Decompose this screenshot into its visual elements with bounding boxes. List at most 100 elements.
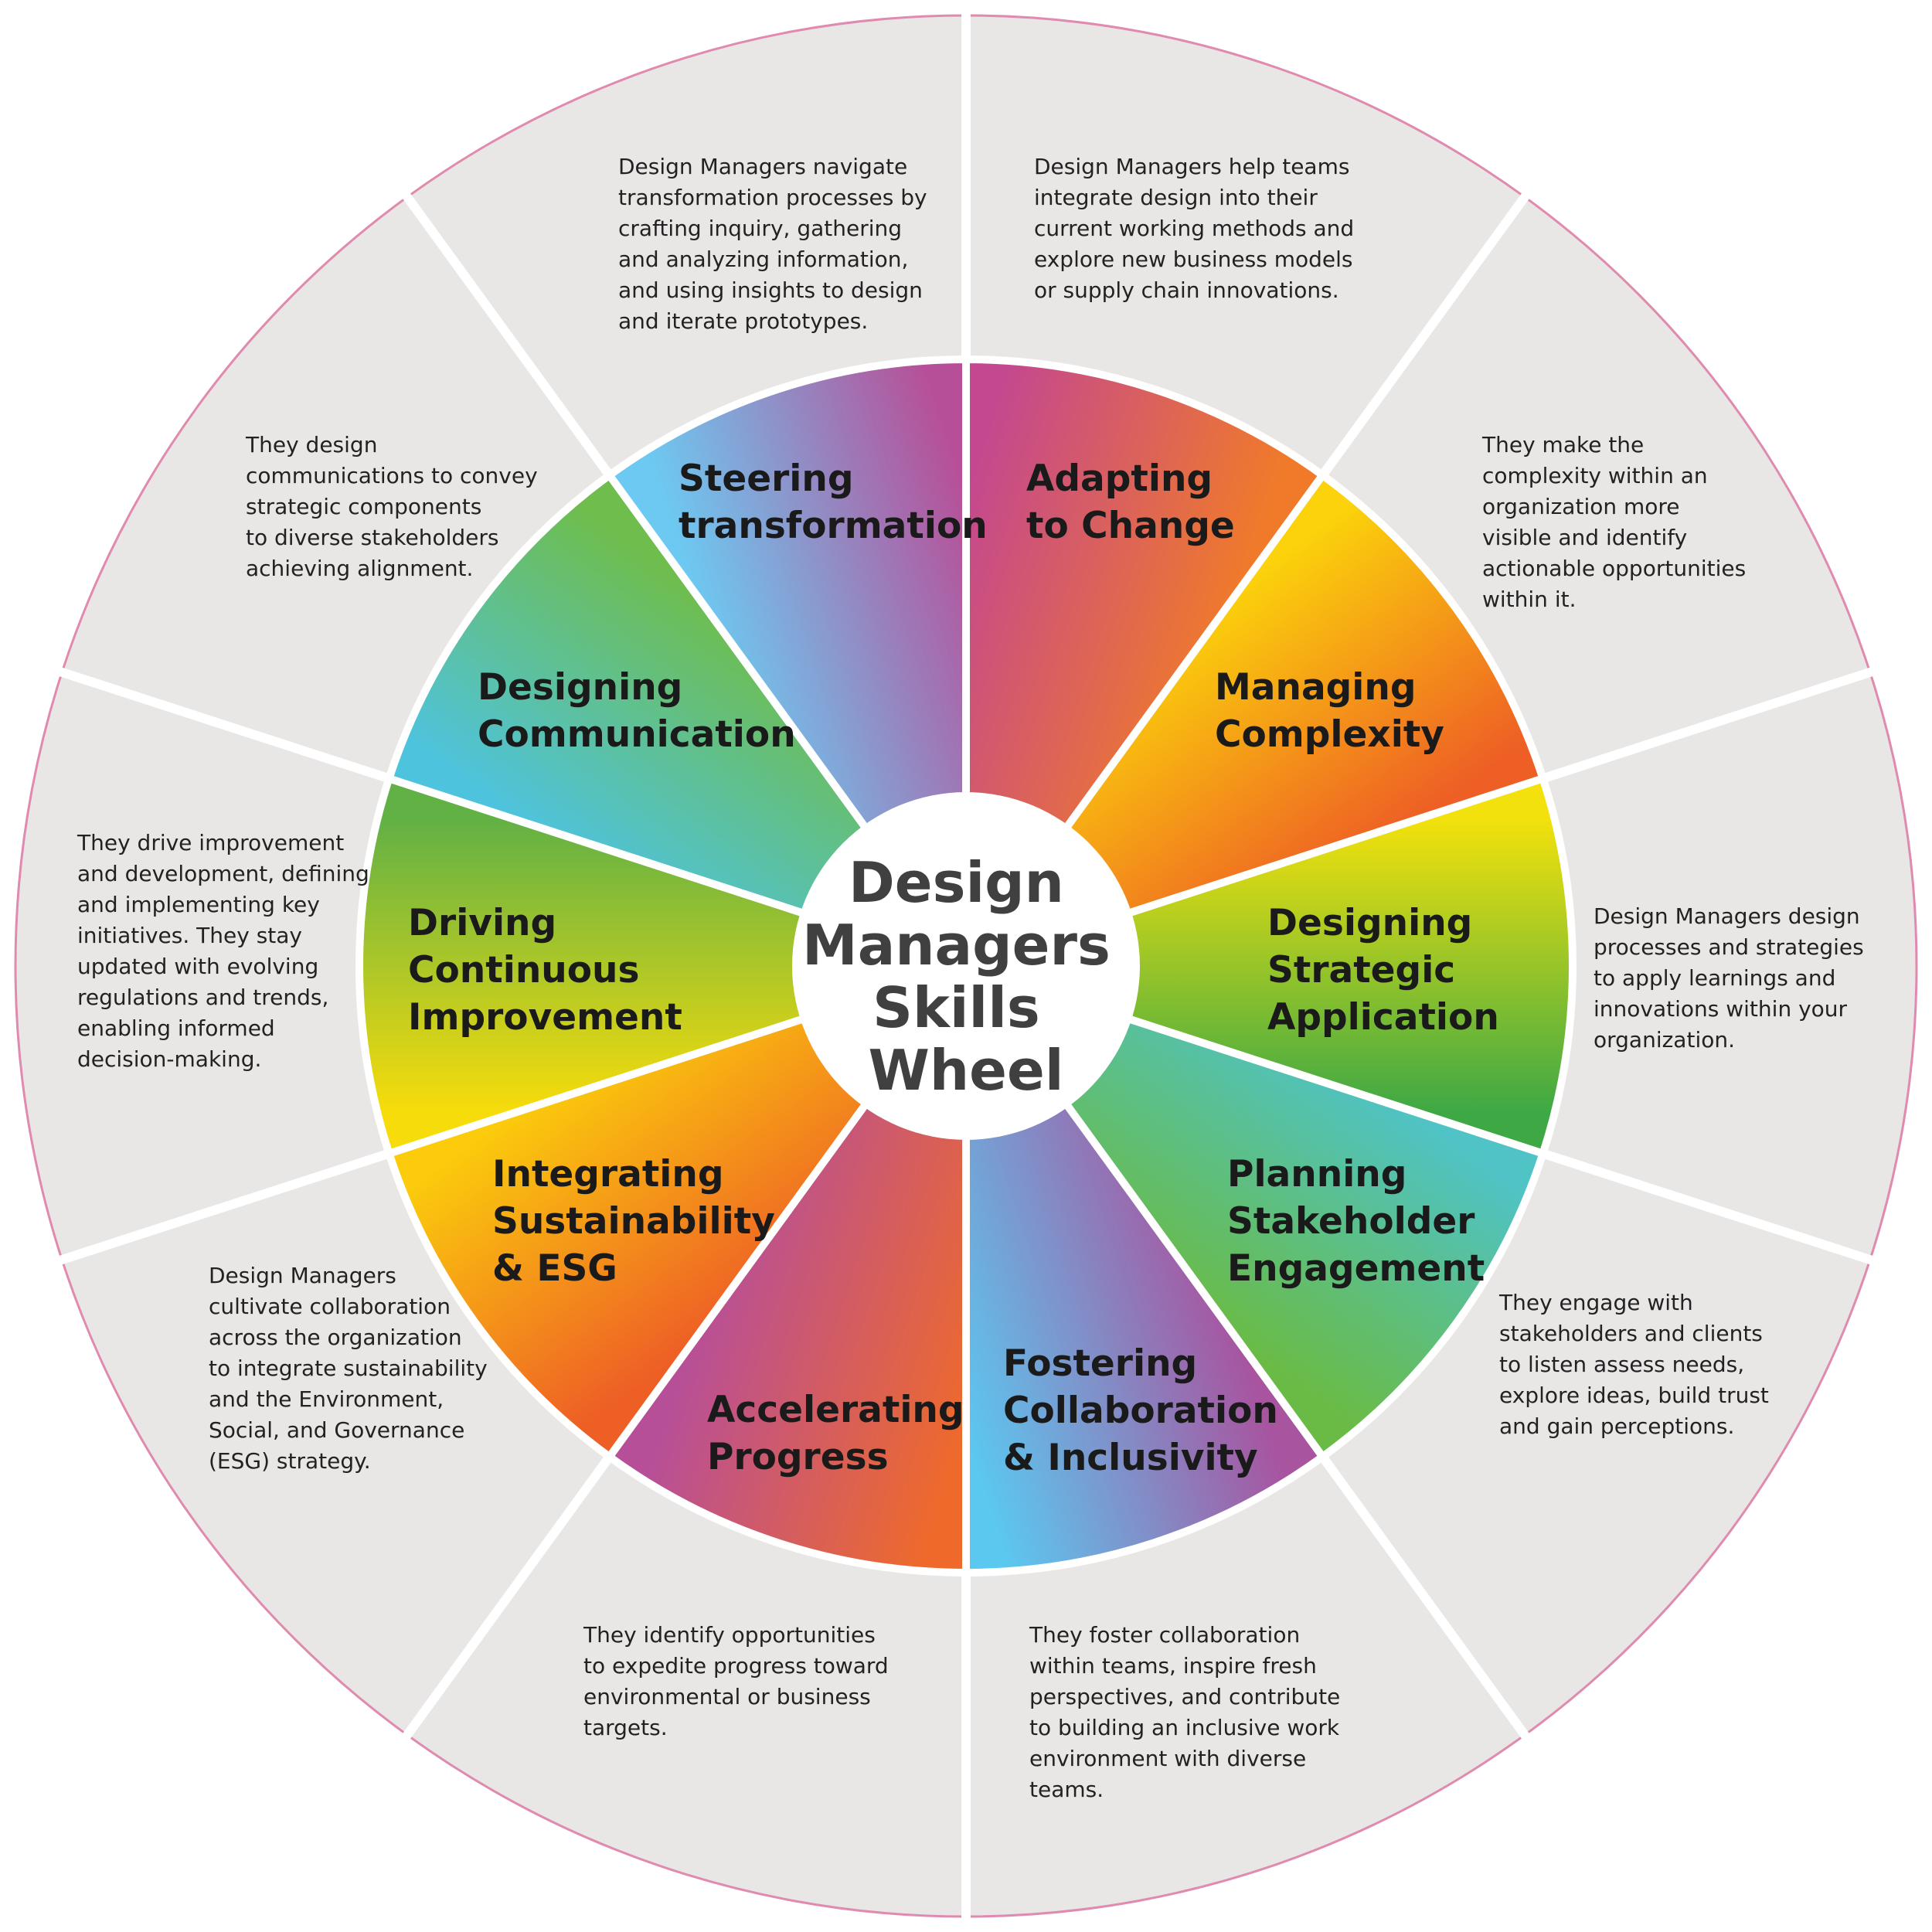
- segment-label-line: Steering: [679, 457, 853, 500]
- segment-label-line: to Change: [1026, 505, 1235, 547]
- segment-description-line: regulations and trends,: [77, 985, 328, 1010]
- segment-description-line: organization more: [1482, 494, 1680, 519]
- outer-divider-8: [59, 667, 395, 784]
- segment-description-line: and the Environment,: [209, 1386, 444, 1412]
- segment-label-line: Communication: [478, 713, 796, 756]
- segment-label-line: Engagement: [1227, 1247, 1485, 1290]
- segment-description-line: to integrate sustainability: [209, 1355, 488, 1381]
- segment-description-line: cultivate collaboration: [209, 1294, 451, 1319]
- segment-wedge-designing-communication: [385, 471, 970, 970]
- segment-wedge-designing-strategic-application: [962, 774, 1577, 1158]
- segment-description-line: within it.: [1482, 587, 1577, 612]
- segment-wedge-integrating-sustainability: [385, 962, 970, 1461]
- outer-divider-4: [1316, 1451, 1530, 1740]
- segment-wedge-adapting-to-change: [962, 355, 1327, 970]
- segment-description-line: They drive improvement: [77, 830, 344, 855]
- segment-wedge-steering-transformation: [605, 355, 970, 970]
- segment-label-line: Fostering: [1003, 1342, 1197, 1385]
- segment-description-driving-continuous-improvement: They drive improvement and development, d…: [77, 830, 369, 1072]
- outer-divider-9: [402, 192, 616, 481]
- segment-label-line: Planning: [1227, 1153, 1406, 1196]
- segment-label-line: Application: [1267, 996, 1499, 1039]
- segment-description-integrating-sustainability: Design Managers cultivate collaboration ac…: [209, 1263, 488, 1474]
- segment-description-line: within teams, inspire fresh: [1029, 1653, 1317, 1679]
- segment-description-line: to diverse stakeholders: [246, 525, 499, 550]
- segment-description-line: achieving alignment.: [246, 556, 473, 581]
- segment-label-line: Continuous: [408, 949, 639, 992]
- segment-description-line: to expedite progress toward: [583, 1653, 889, 1679]
- segment-description-line: updated with evolving: [77, 954, 318, 979]
- segment-label-line: Complexity: [1215, 713, 1444, 756]
- segment-label-line: & ESG: [492, 1247, 617, 1290]
- outer-divider-3: [1537, 1148, 1873, 1265]
- segment-description-line: current working methods and: [1034, 216, 1354, 241]
- segment-wedge-accelerating-progress: [605, 962, 970, 1577]
- segment-description-line: explore ideas, build trust: [1499, 1383, 1769, 1408]
- segment-wedge-fostering-collaboration: [962, 962, 1327, 1577]
- segment-description-line: Design Managers help teams: [1034, 154, 1349, 179]
- segment-description-line: They foster collaboration: [1029, 1622, 1300, 1648]
- segment-description-line: crafting inquiry, gathering: [618, 216, 902, 241]
- segment-description-line: complexity within an: [1482, 463, 1708, 488]
- segment-label-line: Collaboration: [1003, 1389, 1278, 1432]
- segment-label-line: Designing: [1267, 902, 1472, 944]
- segment-wedge-managing-complexity: [962, 471, 1547, 970]
- segment-description-line: processes and strategies: [1594, 934, 1864, 960]
- segment-label-line: Sustainability: [492, 1200, 775, 1243]
- segment-description-line: Design Managers design: [1594, 903, 1860, 929]
- outer-divider-6: [402, 1451, 616, 1740]
- segment-description-line: to listen assess needs,: [1499, 1352, 1744, 1377]
- segment-description-line: They design: [245, 432, 377, 457]
- segment-label-steering-transformation: Steering transformation: [679, 457, 988, 547]
- segment-description-line: and development, defining: [77, 861, 369, 886]
- segment-description-line: targets.: [583, 1715, 668, 1740]
- segment-description-line: visible and identify: [1482, 525, 1687, 550]
- segment-description-line: environmental or business: [583, 1684, 871, 1709]
- segment-label-line: Progress: [707, 1436, 889, 1478]
- segment-wedge-driving-continuous-improvement: [355, 774, 970, 1158]
- segment-description-line: and iterate prototypes.: [618, 308, 868, 334]
- segment-description-line: Design Managers: [209, 1263, 396, 1288]
- segment-label-line: Integrating: [492, 1153, 724, 1196]
- segment-description-line: and using insights to design: [618, 277, 923, 303]
- outer-divider-2: [1537, 667, 1873, 784]
- segment-description-line: decision-making.: [77, 1046, 261, 1072]
- inner-color-ring: [355, 355, 1577, 1577]
- segment-label-line: & Inclusivity: [1003, 1437, 1258, 1479]
- center-title-line-3: Skills: [872, 975, 1040, 1040]
- segment-description-line: stakeholders and clients: [1499, 1321, 1763, 1346]
- segment-description-line: across the organization: [209, 1325, 462, 1350]
- center-title-line-1: Design: [849, 850, 1064, 915]
- center-circle: [792, 792, 1140, 1140]
- outer-divider-7: [59, 1148, 395, 1265]
- segment-wedge-planning-stakeholder-engagement: [962, 962, 1547, 1461]
- segment-label-line: Driving: [408, 902, 556, 944]
- center-title-line-4: Wheel: [868, 1038, 1063, 1103]
- segment-description-line: or supply chain innovations.: [1034, 277, 1339, 303]
- segment-description-line: to apply learnings and: [1594, 965, 1835, 991]
- outer-divider-1: [1316, 192, 1530, 481]
- segment-description-designing-strategic-application: Design Managers design processes and stra…: [1594, 903, 1864, 1053]
- segment-description-line: to building an inclusive work: [1029, 1715, 1340, 1740]
- segment-description-line: and analyzing information,: [618, 247, 908, 272]
- segment-description-line: and gain perceptions.: [1499, 1413, 1734, 1439]
- segment-description-line: and implementing key: [77, 892, 320, 917]
- segment-description-line: innovations within your: [1594, 996, 1848, 1022]
- segment-label-line: transformation: [679, 505, 988, 547]
- segment-label-line: Accelerating: [707, 1389, 964, 1431]
- segment-label-line: Improvement: [408, 996, 682, 1039]
